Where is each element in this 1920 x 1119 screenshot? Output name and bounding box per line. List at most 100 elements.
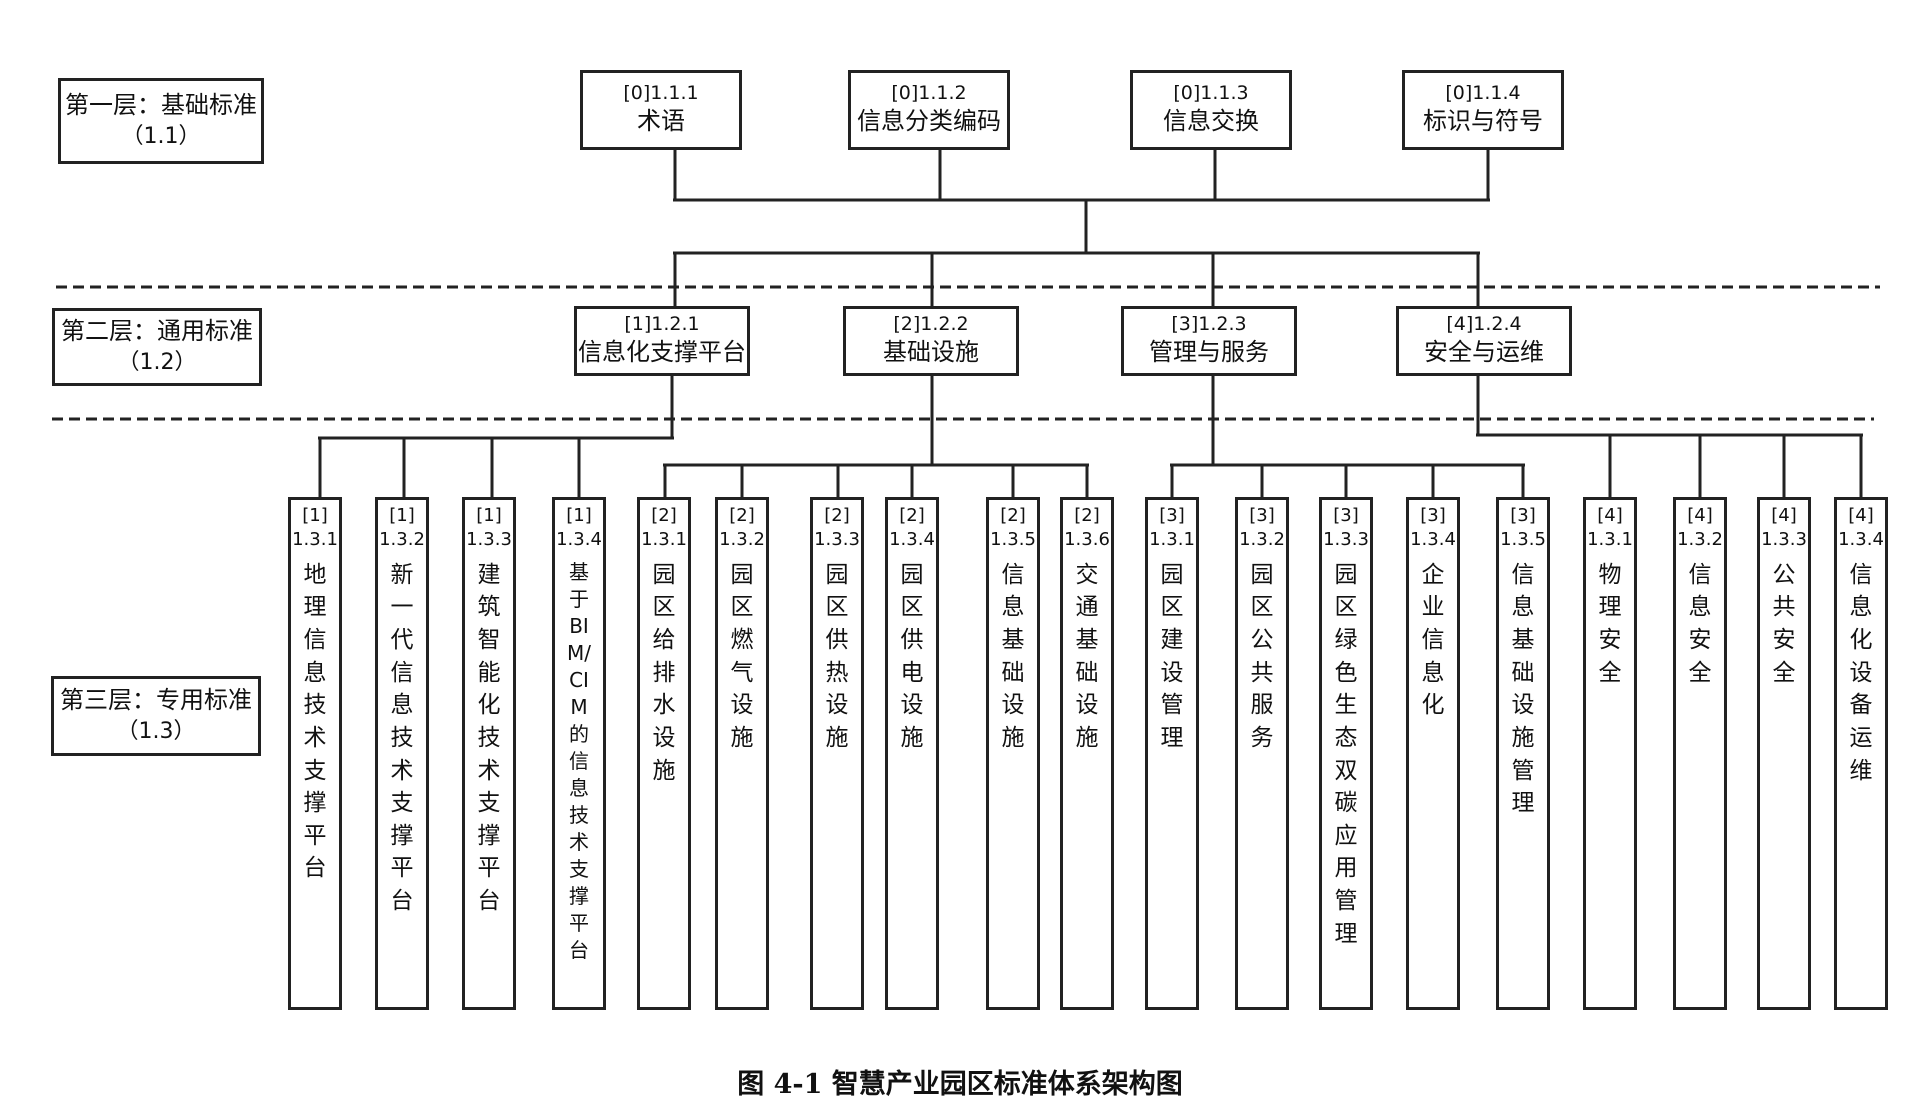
level3-box-4-1: [4] 1.3.1 物 理 安 全 (1583, 497, 1637, 1010)
leaf-prefix: [2] (651, 505, 677, 526)
level-label-text: 第二层：通用标准 (61, 316, 253, 345)
leaf-prefix: [1] (476, 505, 502, 526)
level3-box-3-3: [3] 1.3.3 园 区 绿 色 生 态 双 碳 应 用 管 理 (1319, 497, 1373, 1010)
level3-box-1-2: [1] 1.3.2 新 一 代 信 息 技 术 支 撑 平 台 (375, 497, 429, 1010)
leaf-code: 1.3.2 (719, 529, 765, 551)
box-code: [0]1.1.1 (623, 82, 699, 105)
level-label-1: 第一层：基础标准 （1.1） (58, 78, 264, 164)
level1-box-information-exchange: [0]1.1.3 信息交换 (1130, 70, 1292, 150)
box-name: 信息化支撑平台 (578, 338, 746, 367)
level3-box-2-1: [2] 1.3.1 园 区 给 排 水 设 施 (637, 497, 691, 1010)
level3-box-4-3: [4] 1.3.3 公 共 安 全 (1757, 497, 1811, 1010)
leaf-prefix: [2] (824, 505, 850, 526)
level3-box-2-5: [2] 1.3.5 信 息 基 础 设 施 (986, 497, 1040, 1010)
leaf-name: 新 一 代 信 息 技 术 支 撑 平 台 (390, 561, 414, 915)
leaf-name: 信 息 化 设 备 运 维 (1849, 561, 1873, 784)
level-label-code: （1.1） (121, 124, 201, 150)
leaf-prefix: [3] (1159, 505, 1185, 526)
level1-box-identification-symbols: [0]1.1.4 标识与符号 (1402, 70, 1564, 150)
box-name: 术语 (637, 107, 685, 136)
leaf-name: 园 区 公 共 服 务 (1250, 561, 1274, 751)
leaf-prefix: [2] (1074, 505, 1100, 526)
box-code: [0]1.1.3 (1173, 82, 1249, 105)
leaf-code: 1.3.6 (1064, 529, 1110, 551)
level2-box-security-operations: [4]1.2.4 安全与运维 (1396, 306, 1572, 376)
level1-box-classification-coding: [0]1.1.2 信息分类编码 (848, 70, 1010, 150)
leaf-name: 交 通 基 础 设 施 (1075, 561, 1099, 751)
leaf-name: 物 理 安 全 (1598, 561, 1622, 686)
level3-box-2-6: [2] 1.3.6 交 通 基 础 设 施 (1060, 497, 1114, 1010)
level3-box-1-3: [1] 1.3.3 建 筑 智 能 化 技 术 支 撑 平 台 (462, 497, 516, 1010)
leaf-code: 1.3.4 (1410, 529, 1456, 551)
leaf-code: 1.3.3 (466, 529, 512, 551)
leaf-prefix: [4] (1771, 505, 1797, 526)
box-name: 安全与运维 (1424, 338, 1544, 367)
leaf-name: 建 筑 智 能 化 技 术 支 撑 平 台 (477, 561, 501, 915)
level-label-text: 第一层：基础标准 (65, 90, 257, 119)
box-code: [3]1.2.3 (1171, 313, 1247, 336)
leaf-name: 信 息 安 全 (1688, 561, 1712, 686)
level3-box-4-4: [4] 1.3.4 信 息 化 设 备 运 维 (1834, 497, 1888, 1010)
leaf-prefix: [1] (302, 505, 328, 526)
box-code: [0]1.1.2 (891, 82, 967, 105)
level-label-text: 第三层：专用标准 (60, 685, 252, 714)
leaf-code: 1.3.1 (292, 529, 338, 551)
leaf-name: 园 区 建 设 管 理 (1160, 561, 1184, 751)
level2-box-infrastructure: [2]1.2.2 基础设施 (843, 306, 1019, 376)
leaf-code: 1.3.4 (889, 529, 935, 551)
level-label-2: 第二层：通用标准 （1.2） (52, 308, 262, 386)
box-code: [2]1.2.2 (893, 313, 969, 336)
leaf-code: 1.3.2 (1239, 529, 1285, 551)
level3-box-2-2: [2] 1.3.2 园 区 燃 气 设 施 (715, 497, 769, 1010)
level3-box-2-4: [2] 1.3.4 园 区 供 电 设 施 (885, 497, 939, 1010)
box-name: 标识与符号 (1423, 107, 1543, 136)
leaf-code: 1.3.1 (1587, 529, 1633, 551)
box-name: 基础设施 (883, 338, 979, 367)
box-name: 信息分类编码 (857, 107, 1001, 136)
leaf-code: 1.3.2 (1677, 529, 1723, 551)
box-code: [0]1.1.4 (1445, 82, 1521, 105)
figure-caption: 图 4-1 智慧产业园区标准体系架构图 (737, 1069, 1183, 1100)
leaf-code: 1.3.3 (1761, 529, 1807, 551)
level3-box-1-4: [1] 1.3.4 基 于 BIM/ CIM 的 信 息 技 术 支 撑 平 台 (552, 497, 606, 1010)
leaf-name: 园 区 供 热 设 施 (825, 561, 849, 751)
leaf-prefix: [3] (1249, 505, 1275, 526)
leaf-prefix: [2] (899, 505, 925, 526)
leaf-prefix: [4] (1687, 505, 1713, 526)
level3-box-3-2: [3] 1.3.2 园 区 公 共 服 务 (1235, 497, 1289, 1010)
leaf-name: 基 于 BIM/ CIM 的 信 息 技 术 支 撑 平 台 (567, 559, 591, 962)
leaf-code: 1.3.2 (379, 529, 425, 551)
box-name: 管理与服务 (1149, 338, 1269, 367)
leaf-prefix: [2] (729, 505, 755, 526)
leaf-prefix: [3] (1510, 505, 1536, 526)
level3-box-2-3: [2] 1.3.3 园 区 供 热 设 施 (810, 497, 864, 1010)
leaf-code: 1.3.3 (1323, 529, 1369, 551)
level2-box-management-service: [3]1.2.3 管理与服务 (1121, 306, 1297, 376)
leaf-name: 企 业 信 息 化 (1421, 561, 1445, 719)
leaf-code: 1.3.5 (990, 529, 1036, 551)
level3-box-3-5: [3] 1.3.5 信 息 基 础 设 施 管 理 (1496, 497, 1550, 1010)
leaf-name: 地 理 信 息 技 术 支 撑 平 台 (303, 561, 327, 882)
box-name: 信息交换 (1163, 107, 1259, 136)
leaf-code: 1.3.4 (556, 529, 602, 551)
level3-box-3-1: [3] 1.3.1 园 区 建 设 管 理 (1145, 497, 1199, 1010)
leaf-name: 信 息 基 础 设 施 管 理 (1511, 561, 1535, 817)
leaf-name: 公 共 安 全 (1772, 561, 1796, 686)
leaf-prefix: [4] (1848, 505, 1874, 526)
level-label-code: （1.3） (116, 719, 196, 745)
leaf-code: 1.3.1 (641, 529, 687, 551)
leaf-code: 1.3.3 (814, 529, 860, 551)
leaf-name: 信 息 基 础 设 施 (1001, 561, 1025, 751)
box-code: [1]1.2.1 (624, 313, 700, 336)
leaf-code: 1.3.1 (1149, 529, 1195, 551)
leaf-name: 园 区 绿 色 生 态 双 碳 应 用 管 理 (1334, 561, 1358, 947)
leaf-prefix: [3] (1420, 505, 1446, 526)
leaf-prefix: [1] (566, 505, 592, 526)
leaf-name: 园 区 燃 气 设 施 (730, 561, 754, 751)
box-code: [4]1.2.4 (1446, 313, 1522, 336)
leaf-code: 1.3.4 (1838, 529, 1884, 551)
level1-box-terminology: [0]1.1.1 术语 (580, 70, 742, 150)
level-label-code: （1.2） (117, 350, 197, 376)
